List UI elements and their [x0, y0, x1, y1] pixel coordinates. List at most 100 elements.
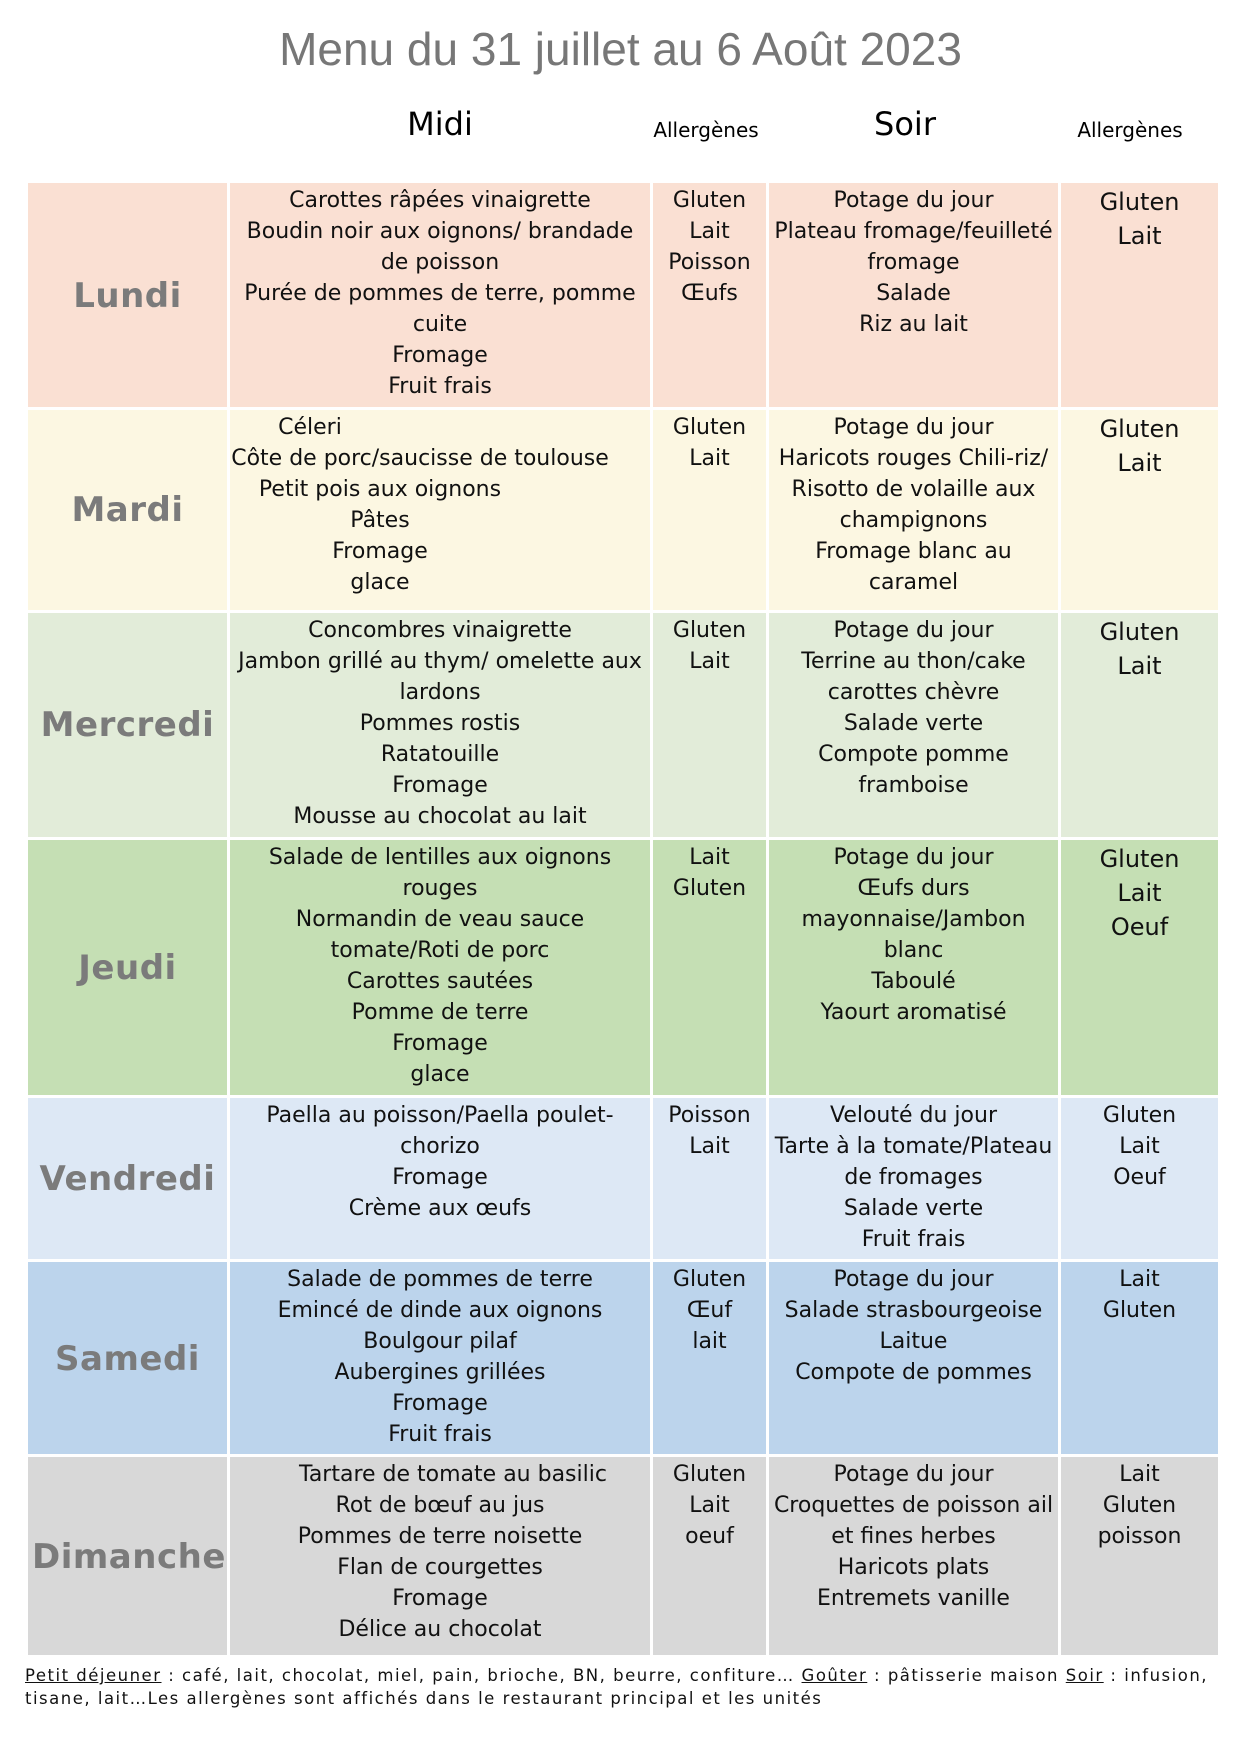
allergenes-soir-cell-line: Lait — [1119, 1134, 1160, 1160]
allergenes-midi-cell-line: Poisson — [668, 1103, 751, 1129]
allergenes-midi-cell-line: Lait — [689, 1134, 730, 1160]
day-name: Dimanche — [25, 1454, 230, 1658]
midi-cell-line: Normandin de veau sauce tomate/Roti de p… — [295, 906, 585, 963]
allergenes-midi-cell-line: Gluten — [672, 1267, 747, 1293]
midi-cell-line: Céleri — [278, 415, 342, 441]
midi-cell-line: Concombres vinaigrette — [308, 617, 572, 643]
allergenes-soir-cell-line: Gluten — [1099, 188, 1180, 216]
midi-cell-line: glace — [350, 570, 410, 596]
allergenes-midi-cell-line: lait — [692, 1329, 727, 1355]
midi-cell-line: Crème aux œufs — [348, 1196, 532, 1222]
day-name: Mercredi — [25, 609, 230, 840]
allergenes-midi-cell-line: Gluten — [672, 617, 747, 643]
midi-cell-line: Boulgour pilaf — [363, 1329, 517, 1355]
allergenes-soir-cell-line: Lait — [1117, 878, 1162, 907]
midi-cell-line: Pommes rostis — [359, 710, 521, 736]
soir-cell-line: Riz au lait — [859, 312, 968, 337]
footer-gouter-label: Goûter — [801, 1666, 868, 1685]
midi-cell-line: Fromage — [332, 539, 428, 565]
soir-cell-line: Potage du jour — [833, 415, 994, 441]
midi-cell-line: Mousse au chocolat au lait — [293, 803, 587, 829]
allergenes-soir-cell-line: Gluten — [1099, 844, 1180, 873]
allergenes-soir-cell-line: Oeuf — [1113, 1165, 1166, 1191]
allergenes-midi-cell-line: Gluten — [672, 415, 747, 441]
midi-cell-line: Boudin noir aux oignons/ brandade de poi… — [246, 219, 634, 275]
soir-cell-line: Potage du jour — [833, 844, 994, 870]
allergenes-midi-cell-line: Lait — [689, 648, 730, 674]
soir-cell-line: Taboulé — [871, 968, 956, 994]
allergenes-midi-cell-line: Gluten — [672, 188, 747, 213]
day-name: Vendredi — [25, 1095, 230, 1263]
page-title: Menu du 31 juillet au 6 Août 2023 — [279, 23, 962, 75]
allergenes-soir-cell-line: Lait — [1117, 449, 1162, 478]
allergenes-soir-cell-line: Gluten — [1099, 617, 1180, 646]
soir-cell-line: Entremets vanille — [817, 1586, 1010, 1612]
midi-cell-line: Délice au chocolat — [338, 1617, 542, 1643]
allergenes-midi-cell-line: Lait — [689, 844, 730, 870]
soir-cell-line: Salade — [876, 281, 951, 306]
allergenes-midi-cell-line: oeuf — [685, 1524, 734, 1550]
header-allergenes-midi: Allergènes — [653, 118, 759, 142]
footer-soir-text: : infusion, tisane, lait…Les allergènes … — [25, 1666, 1209, 1708]
midi-cell-line: Flan de courgettes — [337, 1555, 543, 1581]
soir-cell-line: Salade verte — [843, 1196, 984, 1222]
allergenes-soir-cell-line: Lait — [1119, 1462, 1160, 1488]
allergenes-midi-cell-line: Poisson — [668, 250, 751, 275]
soir-cell-line: Potage du jour — [833, 1267, 994, 1293]
midi-cell-line: Fruit frais — [388, 374, 492, 399]
midi-cell-line: Fromage — [392, 772, 488, 798]
allergenes-midi-cell-line: Œufs — [681, 281, 738, 306]
soir-cell-line: Tarte à la tomate/Plateau de fromages — [774, 1134, 1053, 1191]
soir-cell-line: Œufs durs mayonnaise/Jambon blanc — [801, 875, 1026, 963]
midi-cell-line: Fromage — [392, 1165, 488, 1191]
soir-cell-line: Plateau fromage/feuilleté fromage — [774, 219, 1053, 275]
allergenes-soir-cell-line: Gluten — [1102, 1103, 1177, 1129]
midi-cell-line: glace — [410, 1061, 470, 1087]
soir-cell-line: Haricots plats — [837, 1555, 990, 1581]
midi-cell-line: Tartare de tomate au basilic — [299, 1462, 607, 1488]
soir-cell-line: Fruit frais — [861, 1227, 966, 1253]
midi-cell-line: Pommes de terre noisette — [297, 1524, 583, 1550]
soir-cell-line: Potage du jour — [833, 617, 994, 643]
day-name: Samedi — [25, 1259, 230, 1458]
day-name: Mardi — [25, 407, 230, 613]
soir-cell-line: Haricots rouges Chili-riz/ Risotto de vo… — [778, 446, 1049, 534]
midi-cell-line: Salade de lentilles aux oignons rouges — [268, 844, 612, 901]
allergenes-midi-cell-line: Lait — [689, 446, 730, 472]
midi-cell-line: Petit pois aux oignons — [258, 477, 502, 503]
midi-cell-line: Paella au poisson/Paella poulet-chorizo — [266, 1103, 614, 1160]
footer-petit-dejeuner-text: : café, lait, chocolat, miel, pain, brio… — [161, 1666, 802, 1685]
midi-cell-line: Côte de porc/saucisse de toulouse — [231, 446, 609, 472]
soir-cell-line: Croquettes de poisson ail et fines herbe… — [773, 1493, 1054, 1550]
allergenes-midi-cell-line: Œuf — [686, 1298, 733, 1324]
allergenes-soir-cell-line: Gluten — [1102, 1493, 1177, 1519]
midi-cell-line: Emincé de dinde aux oignons — [277, 1298, 603, 1324]
day-row: Vendredi Paella au poisson/Paella poulet-… — [25, 1095, 1221, 1263]
header-soir: Soir — [874, 105, 936, 143]
soir-cell-line: Terrine au thon/cake carottes chèvre — [801, 648, 1026, 705]
midi-cell-line: Purée de pommes de terre, pomme cuite — [244, 281, 636, 337]
allergenes-soir-cell-line: Gluten — [1102, 1298, 1177, 1324]
